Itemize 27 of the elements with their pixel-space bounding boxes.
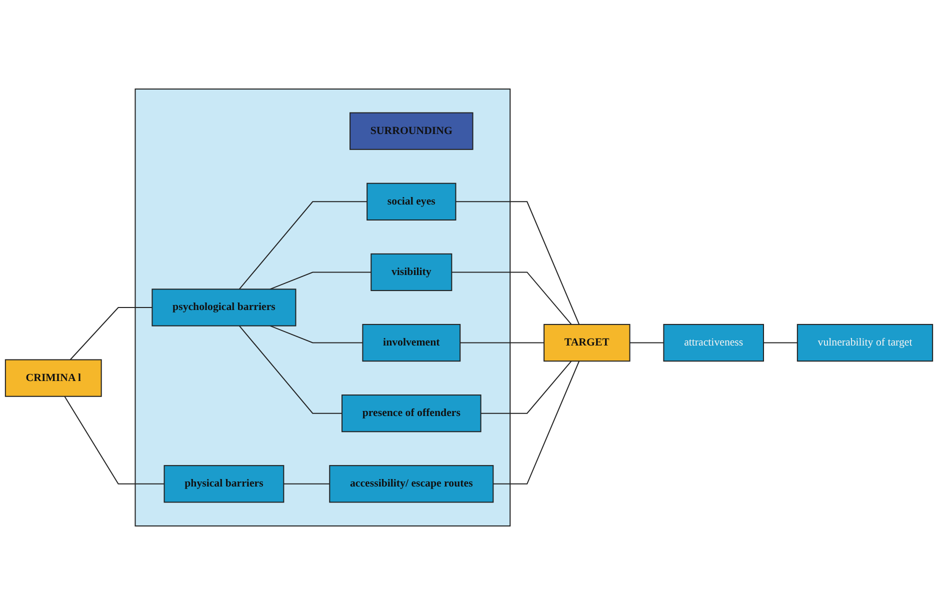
connector — [764, 342, 798, 344]
node-box: presence of offenders — [342, 394, 482, 432]
connector — [64, 396, 164, 484]
connector — [238, 201, 368, 290]
node-box: involvement — [362, 324, 461, 362]
node-box: vulnerability of target — [796, 324, 934, 362]
connector — [452, 272, 572, 325]
connector — [456, 201, 580, 325]
node-box: TARGET — [544, 324, 630, 362]
node-box: psychological barriers — [152, 288, 296, 326]
node-box: SURROUNDING — [350, 112, 474, 150]
node-box: accessibility/ escape routes — [329, 465, 494, 503]
connector — [493, 360, 580, 484]
node-box: attractiveness — [663, 324, 764, 362]
connector — [238, 326, 342, 414]
connector — [480, 360, 572, 414]
node-box: physical barriers — [164, 465, 284, 503]
connector — [460, 342, 544, 344]
connector — [270, 272, 372, 290]
node-box: social eyes — [366, 182, 456, 220]
cluster — [134, 88, 511, 526]
connector — [270, 325, 363, 344]
node-box: visibility — [370, 253, 452, 292]
connector — [630, 342, 664, 344]
node-box: CRIMINA l — [4, 359, 102, 397]
connector — [70, 307, 152, 360]
connector — [284, 483, 330, 484]
